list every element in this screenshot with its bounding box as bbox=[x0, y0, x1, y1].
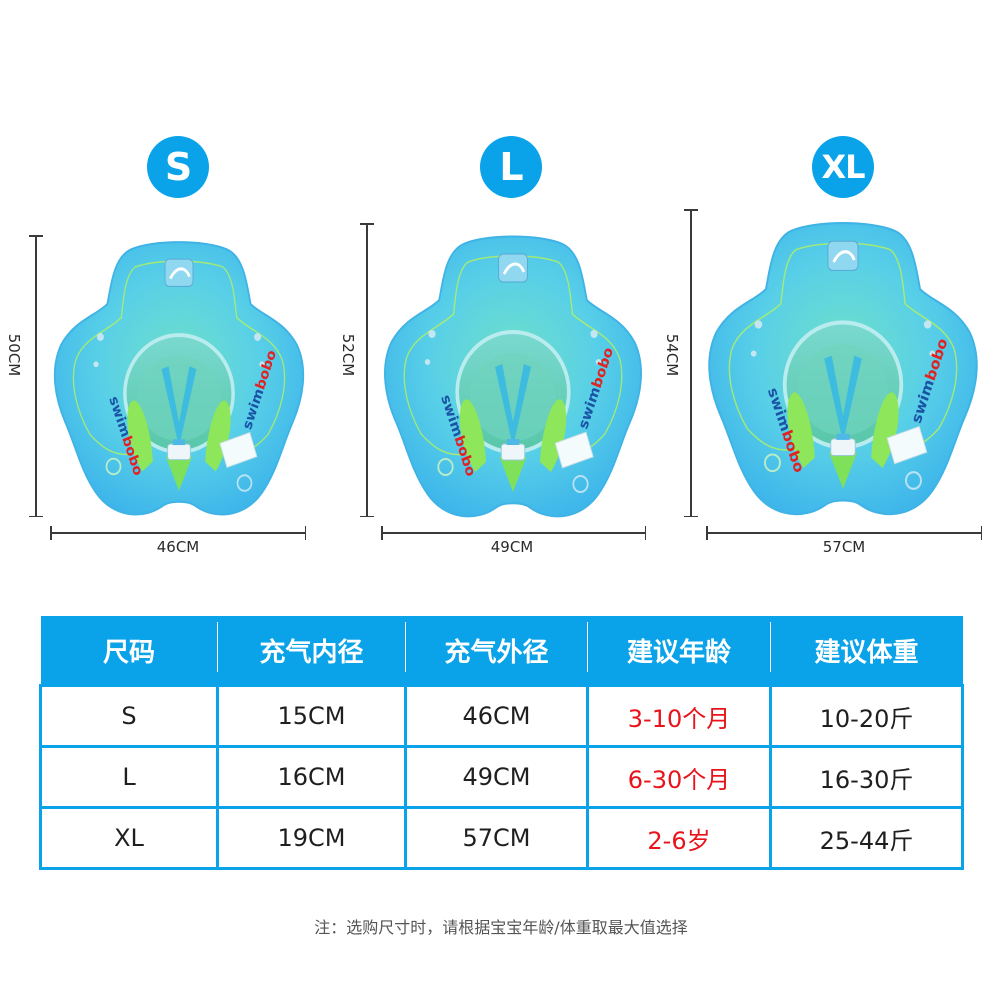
width-label-xl: 57CM bbox=[822, 538, 866, 556]
size-selection-note: 注：选购尺寸时，请根据宝宝年龄/体重取最大值选择 bbox=[314, 918, 688, 937]
header-size: 尺码 bbox=[40, 616, 219, 686]
header-recommended-age: 建议年龄 bbox=[587, 616, 772, 686]
size-badge-s: S bbox=[147, 136, 209, 198]
cell-inner: 15CM bbox=[216, 684, 407, 748]
table-row: S 15CM 46CM 3-10个月 10-20斤 bbox=[39, 684, 964, 748]
table-header-row: 尺码 充气内径 充气外径 建议年龄 建议体重 bbox=[40, 616, 963, 686]
header-recommended-weight: 建议体重 bbox=[770, 616, 963, 686]
cell-outer: 57CM bbox=[404, 806, 589, 870]
cell-age: 6-30个月 bbox=[586, 745, 772, 809]
cell-outer: 49CM bbox=[404, 745, 589, 809]
table-row: L 16CM 49CM 6-30个月 16-30斤 bbox=[39, 745, 964, 809]
cell-outer: 46CM bbox=[404, 684, 589, 748]
width-label-l: 49CM bbox=[490, 538, 534, 556]
height-measure-line-s bbox=[30, 235, 41, 517]
cell-size: XL bbox=[39, 806, 219, 870]
width-measure-line-s bbox=[50, 527, 306, 538]
height-label-l: 52CM bbox=[339, 333, 357, 377]
height-measure-line-l bbox=[361, 223, 372, 517]
table-row: XL 19CM 57CM 2-6岁 25-44斤 bbox=[39, 806, 964, 870]
cell-inner: 16CM bbox=[216, 745, 407, 809]
header-outer-diameter: 充气外径 bbox=[405, 616, 589, 686]
cell-weight: 10-20斤 bbox=[769, 684, 964, 748]
height-measure-line-xl bbox=[685, 209, 696, 517]
cell-size: S bbox=[39, 684, 219, 748]
size-badge-xl: XL bbox=[812, 136, 874, 198]
swim-float-image-s bbox=[48, 228, 310, 520]
cell-age: 2-6岁 bbox=[586, 806, 772, 870]
width-measure-line-xl bbox=[706, 527, 982, 538]
swim-float-image-l bbox=[378, 222, 648, 522]
cell-weight: 16-30斤 bbox=[769, 745, 964, 809]
cell-inner: 19CM bbox=[216, 806, 407, 870]
cell-size: L bbox=[39, 745, 219, 809]
height-label-xl: 54CM bbox=[663, 333, 681, 377]
width-measure-line-l bbox=[381, 527, 646, 538]
header-inner-diameter: 充气内径 bbox=[217, 616, 407, 686]
size-chart-table: 尺码 充气内径 充气外径 建议年龄 建议体重 S 15CM 46CM 3-10个… bbox=[39, 616, 964, 870]
height-label-s: 50CM bbox=[5, 333, 23, 377]
width-label-s: 46CM bbox=[156, 538, 200, 556]
swim-float-image-xl bbox=[702, 208, 984, 520]
cell-weight: 25-44斤 bbox=[769, 806, 964, 870]
cell-age: 3-10个月 bbox=[586, 684, 772, 748]
size-badge-l: L bbox=[480, 136, 542, 198]
